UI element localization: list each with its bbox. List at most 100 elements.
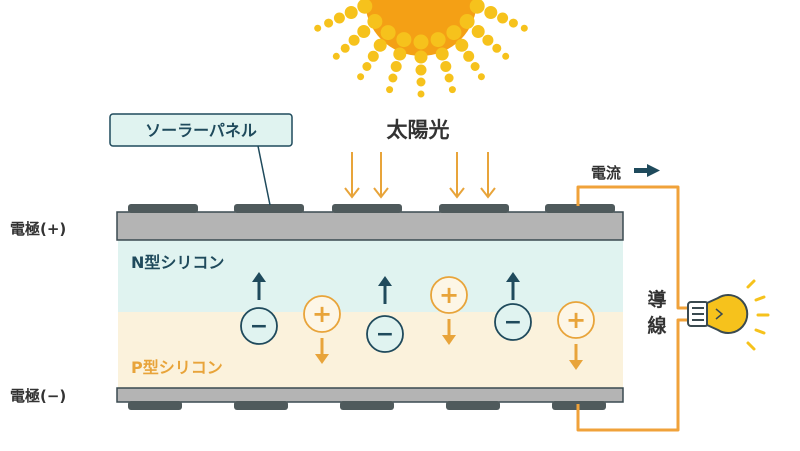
sun-ray-dot bbox=[502, 52, 510, 60]
sun-ray-dot bbox=[448, 86, 456, 94]
panel-label: ソーラーパネル bbox=[145, 121, 257, 140]
bulb-glass bbox=[706, 294, 749, 334]
sun-ray-dot bbox=[440, 61, 452, 72]
sun-ray-dot bbox=[388, 73, 398, 83]
sun-ray-dot bbox=[482, 34, 494, 46]
sun-rays bbox=[314, 0, 528, 98]
hole bbox=[303, 295, 341, 333]
sun-ray-dot bbox=[357, 73, 365, 81]
top-contact bbox=[545, 204, 615, 213]
sun-ray-dot bbox=[396, 32, 412, 48]
electron bbox=[494, 303, 532, 341]
sun bbox=[314, 0, 528, 98]
electron-group: − bbox=[240, 272, 278, 345]
sunlight-arrow bbox=[480, 152, 496, 199]
up-arrow-icon bbox=[252, 272, 266, 282]
sunlight-label: 太陽光 bbox=[387, 118, 450, 142]
top-contact bbox=[332, 204, 402, 213]
sun-ray-dot bbox=[386, 86, 394, 94]
hole-group: + bbox=[303, 295, 341, 364]
sunlight-arrow bbox=[449, 152, 465, 199]
sun-ray-dot bbox=[470, 62, 480, 71]
sunlight-arrows bbox=[344, 152, 496, 199]
electron bbox=[240, 307, 278, 345]
current-arrow-icon bbox=[634, 164, 660, 177]
bottom-contact bbox=[128, 401, 182, 410]
sun-ray-dot bbox=[415, 64, 427, 76]
bulb-filament bbox=[715, 308, 724, 320]
bottom-contact bbox=[340, 401, 394, 410]
sun-ray-dot bbox=[497, 12, 509, 24]
sun-ray-dot bbox=[324, 18, 334, 28]
sun-ray-dot bbox=[430, 32, 446, 48]
light-bulb-icon bbox=[687, 279, 770, 351]
electron bbox=[366, 315, 404, 353]
top-contact bbox=[128, 204, 198, 213]
sun-ray-dot bbox=[390, 61, 402, 72]
sun-ray-dot bbox=[414, 50, 428, 64]
conductor-label-char: 線 bbox=[647, 314, 666, 337]
bottom-contact bbox=[234, 401, 288, 410]
down-arrow-icon bbox=[442, 335, 456, 345]
up-arrow-icon bbox=[378, 276, 392, 286]
sun-ray-dot bbox=[471, 25, 485, 38]
minus-sign: − bbox=[376, 322, 394, 347]
sun-ray-dot bbox=[508, 18, 518, 28]
conductor-label-bg bbox=[642, 284, 672, 342]
sun-ray-dot bbox=[469, 0, 485, 14]
sun-ray-dot bbox=[446, 25, 462, 41]
sun-ray-dot bbox=[444, 73, 454, 83]
p-silicon-label: P型シリコン bbox=[131, 358, 223, 377]
sun-ray-dot bbox=[380, 25, 396, 41]
electrode-negative-label: 電極(−) bbox=[10, 387, 66, 405]
plus-sign: + bbox=[312, 300, 332, 328]
bottom-contact bbox=[446, 401, 500, 410]
sun-ray-dot bbox=[459, 14, 475, 29]
minus-sign: − bbox=[504, 310, 522, 335]
sun-ray-dot bbox=[413, 34, 429, 50]
bulb-glow-rays bbox=[746, 279, 770, 351]
top-contact bbox=[234, 204, 304, 213]
sun-ray-dot bbox=[463, 50, 475, 62]
hole-group: + bbox=[430, 276, 468, 345]
wire bbox=[576, 185, 690, 432]
wire-top bbox=[576, 185, 690, 310]
top-electrode bbox=[116, 211, 624, 241]
current-label: 電流 bbox=[591, 164, 621, 182]
down-arrow-icon bbox=[569, 360, 583, 370]
wire-bottom bbox=[576, 318, 690, 432]
plus-sign: + bbox=[439, 281, 459, 309]
sun-ray-dot bbox=[435, 47, 449, 61]
sun-ray-dot bbox=[348, 34, 360, 46]
sun-ray-dot bbox=[484, 6, 498, 19]
top-contact bbox=[439, 204, 509, 213]
sunlight-arrow bbox=[344, 152, 360, 199]
plus-sign: + bbox=[566, 306, 586, 334]
sun-ray-dot bbox=[393, 47, 407, 61]
conductor-label-char: 導 bbox=[647, 288, 666, 311]
sun-ray-dot bbox=[520, 24, 528, 32]
sun-ray-dot bbox=[357, 25, 371, 38]
sun-ray-dot bbox=[367, 14, 383, 29]
sun-ray-dot bbox=[340, 43, 350, 53]
top-contacts bbox=[128, 204, 615, 213]
sun-ray-dot bbox=[416, 77, 426, 87]
electrode-positive-label: 電極(+) bbox=[10, 220, 66, 238]
sun-ray-dot bbox=[455, 38, 469, 52]
sun-ray-dot bbox=[367, 50, 379, 62]
hole bbox=[430, 276, 468, 314]
n-silicon-label: N型シリコン bbox=[131, 253, 224, 272]
sun-ray-dot bbox=[357, 0, 373, 14]
sunlight-arrow bbox=[373, 152, 389, 199]
panel-leader-line bbox=[257, 145, 271, 206]
sun-ray-dot bbox=[344, 6, 358, 19]
up-arrow-icon bbox=[506, 272, 520, 282]
bottom-electrode bbox=[116, 387, 624, 403]
sun-ray-dot bbox=[314, 24, 322, 32]
sun-ray-dot bbox=[373, 38, 387, 52]
n-type-silicon-layer bbox=[118, 240, 623, 312]
minus-sign: − bbox=[250, 314, 268, 339]
sun-ray-dot bbox=[417, 90, 425, 98]
electron-group: − bbox=[366, 276, 404, 353]
